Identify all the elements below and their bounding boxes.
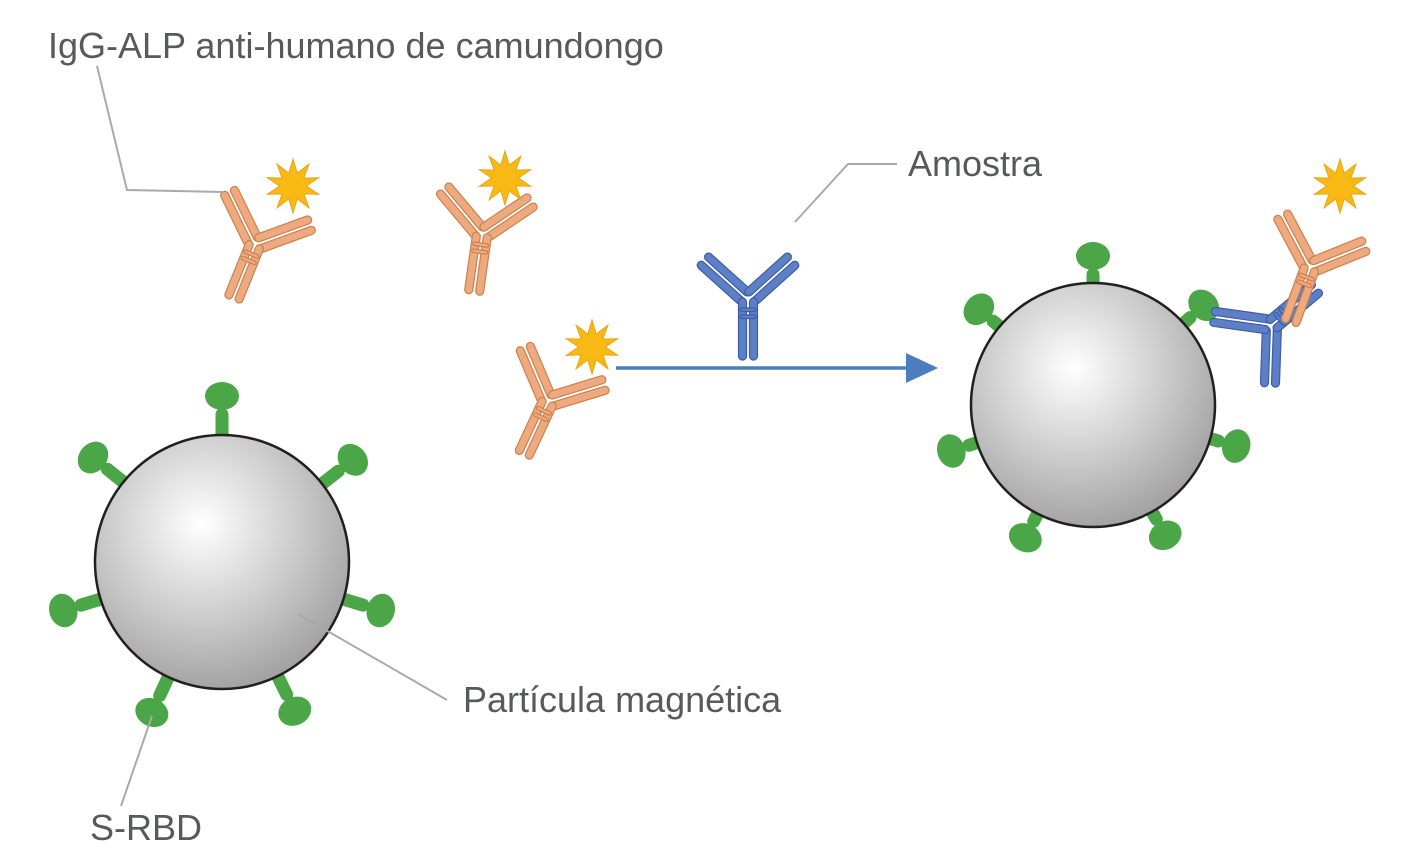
leader-line-particle [297, 613, 448, 701]
leader-line-conjugate [96, 65, 225, 193]
label-conjugate: IgG-ALP anti-humano de camundongo [48, 25, 664, 66]
conjugate-antibody-1 [183, 158, 323, 321]
label-srbd: S-RBD [90, 807, 202, 848]
magnetic-particle-left [44, 382, 400, 733]
leader-line-srbd [120, 715, 153, 807]
conjugate-antibody [421, 179, 542, 303]
leader-line-sample [794, 163, 897, 223]
conjugate-antibody-2 [421, 150, 542, 303]
magnetic-particle-sphere [93, 433, 351, 691]
immune-complex [932, 158, 1377, 558]
magnetic-particle-sphere [969, 281, 1217, 529]
arrow-head [906, 353, 938, 383]
alp-enzyme-star [1313, 158, 1367, 214]
label-particle: Partícula magnética [463, 679, 782, 720]
conjugate-antibody-3 [474, 319, 619, 480]
label-sample: Amostra [908, 143, 1043, 184]
reaction-arrow [616, 353, 938, 383]
sample-antibody [694, 250, 802, 361]
alp-enzyme-star [266, 158, 320, 214]
alp-enzyme-star [565, 319, 619, 375]
